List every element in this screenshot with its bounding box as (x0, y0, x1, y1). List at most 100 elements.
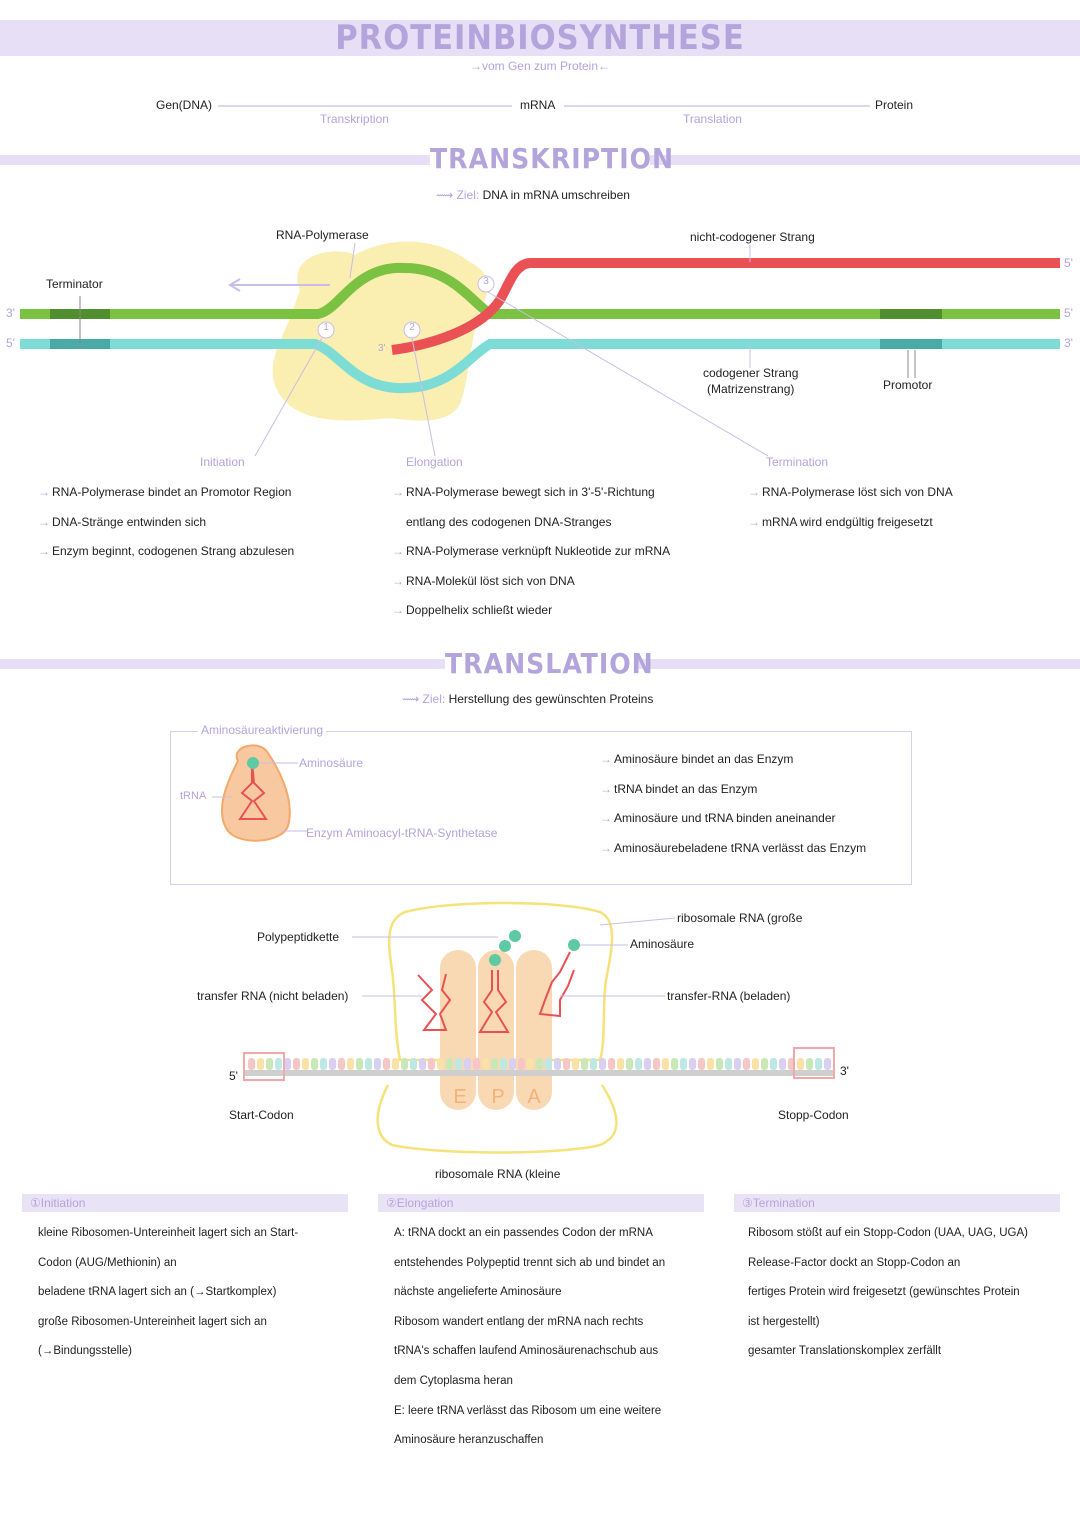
site-a-label: A (527, 1086, 541, 1108)
template-strand-label: (Matrizenstrang) (707, 382, 795, 396)
codon-nucleotide (446, 1058, 453, 1070)
trna-loaded-label: transfer-RNA (beladen) (667, 989, 791, 1003)
rna-polymerase-enzyme (272, 241, 489, 421)
overview-arrows (218, 105, 870, 107)
activation-enzyme-label: Enzym Aminoacyl-tRNA-Synthetase (306, 826, 498, 840)
mrna-3-end: 3' (840, 1064, 849, 1078)
transcription-diagram (20, 241, 1060, 457)
dna-cyan-strand (20, 339, 1060, 394)
aminoacid-a-site (568, 939, 580, 951)
codon-nucleotide (518, 1058, 525, 1070)
codon-nucleotide (734, 1058, 741, 1070)
codon-nucleotide (464, 1058, 471, 1070)
terminator-label: Terminator (46, 277, 103, 291)
transkription-elongation-title: Elongation (406, 455, 463, 469)
codon-nucleotide (374, 1058, 381, 1070)
codon-nucleotide (581, 1058, 588, 1070)
codon-nucleotide (806, 1058, 813, 1070)
synthetase-enzyme (220, 744, 291, 842)
codon-nucleotide (563, 1058, 570, 1070)
codogenic-strand-label: codogener Strang (703, 366, 799, 380)
overview-gene: Gen(DNA) (156, 98, 213, 112)
translation-elongation-header: ②Elongation (378, 1194, 704, 1212)
large-subunit (387, 901, 614, 1062)
codon-nucleotide (347, 1058, 354, 1070)
promotor-mark-top (880, 309, 942, 319)
rna-polymerase-label: RNA-Polymerase (276, 228, 369, 242)
translation-initiation-list: kleine Ribosomen-Untereinheit lagert sic… (38, 1227, 299, 1358)
codon-nucleotide (482, 1058, 489, 1070)
rna-3-end: 3' (378, 343, 386, 354)
codon-nucleotide (383, 1058, 390, 1070)
codon-nucleotide (491, 1058, 498, 1070)
promotor-mark-bottom (880, 339, 942, 349)
codon-nucleotide (248, 1058, 255, 1070)
codon-nucleotide (545, 1058, 552, 1070)
transkription-termination-title: Termination (766, 455, 829, 469)
aminoacid-activation-box (170, 731, 912, 885)
codon-nucleotide (743, 1058, 750, 1070)
step-2-circle (403, 321, 421, 339)
codon-nucleotide (392, 1058, 399, 1070)
codon-nucleotide (653, 1058, 660, 1070)
codon-nucleotide (815, 1058, 822, 1070)
step-3-circle (477, 275, 495, 293)
activation-diagram (212, 744, 308, 842)
rrna-large-label: ribosomale RNA (große (677, 911, 803, 925)
step-3-label: 3 (483, 276, 489, 287)
translation-elongation-list: A: tRNA dockt an ein passendes Codon der… (394, 1227, 666, 1447)
codon-nucleotide (590, 1058, 597, 1070)
non-codogenic-strand-label: nicht-codogener Strang (690, 230, 815, 244)
end-5-right-mid: 5' (1064, 306, 1073, 320)
small-subunit (376, 1084, 618, 1154)
transkription-termination-list: →RNA-Polymerase löst sich von DNA →mRNA … (748, 485, 953, 529)
codon-nucleotide (707, 1058, 714, 1070)
activation-title: Aminosäureaktivierung (198, 723, 327, 737)
transkription-goal: ⟿ Ziel: DNA in mRNA umschreiben (436, 188, 630, 202)
dna-green-strand (20, 262, 1060, 319)
codon-nucleotide (662, 1058, 669, 1070)
codon-nucleotide (752, 1058, 759, 1070)
codon-nucleotide (284, 1058, 291, 1070)
trna-unloaded (417, 973, 452, 1031)
codon-nucleotide (779, 1058, 786, 1070)
codon-nucleotide (617, 1058, 624, 1070)
aminoacid-chain-1 (509, 930, 521, 942)
codon-nucleotide (599, 1058, 606, 1070)
translation-termination-list: Ribosom stößt auf ein Stopp-Codon (UAA, … (748, 1227, 1028, 1358)
codon-nucleotide (338, 1058, 345, 1070)
aminoacid-dot (247, 757, 259, 769)
codon-nucleotide (725, 1058, 732, 1070)
end-5-right-top: 5' (1064, 256, 1073, 270)
codon-nucleotide (671, 1058, 678, 1070)
title-band (0, 20, 1080, 56)
translation-termination-header: ③Termination (734, 1194, 1060, 1212)
end-3-right-bot: 3' (1064, 336, 1073, 350)
polypeptide-label: Polypeptidkette (257, 930, 340, 944)
codon-nucleotide (266, 1058, 273, 1070)
site-e-label: E (453, 1086, 467, 1108)
aminoacid-chain-2 (499, 940, 511, 952)
codon-nucleotide (824, 1058, 831, 1070)
codon-nucleotide (293, 1058, 300, 1070)
codon-nucleotide (770, 1058, 777, 1070)
overview-transcription: Transkription (320, 112, 389, 126)
codon-nucleotide (608, 1058, 615, 1070)
codon-nucleotide (689, 1058, 696, 1070)
codon-nucleotide (329, 1058, 336, 1070)
page-title: PROTEINBIOSYNTHESE (335, 18, 745, 58)
promotor-label: Promotor (883, 378, 933, 392)
end-3-left: 3' (6, 306, 15, 320)
rrna-small-label: ribosomale RNA (kleine (435, 1167, 561, 1181)
step-1-label: 1 (323, 322, 329, 333)
codon-nucleotide (572, 1058, 579, 1070)
codon-nucleotide (410, 1058, 417, 1070)
activation-list: →Aminosäure bindet an das Enzym →tRNA bi… (600, 752, 867, 855)
step-1-circle (317, 321, 335, 339)
transkription-title: TRANSKRIPTION (430, 142, 675, 176)
trna-p-site (478, 970, 510, 1033)
codon-nucleotide (437, 1058, 444, 1070)
codon-nucleotide (626, 1058, 633, 1070)
mrna-red-strand (391, 258, 1060, 355)
codon-nucleotide (401, 1058, 408, 1070)
